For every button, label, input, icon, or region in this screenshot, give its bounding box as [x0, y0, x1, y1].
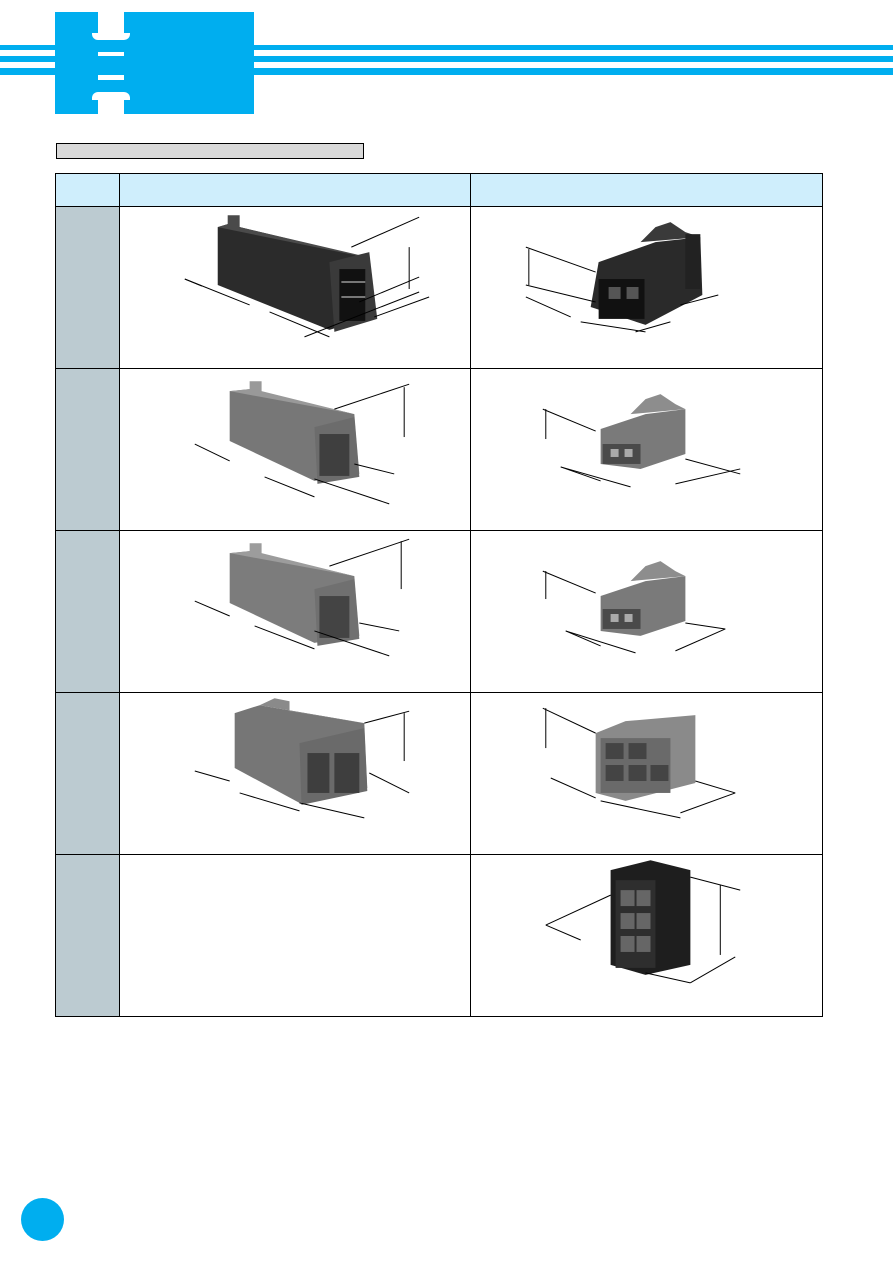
row-label [55, 854, 120, 1017]
header-cell-male [119, 173, 471, 207]
female-connector-image [470, 530, 823, 693]
male-connector-image [119, 368, 471, 531]
female-connector-image [470, 692, 823, 855]
table-row [55, 692, 823, 855]
page-number-badge [21, 1198, 64, 1241]
empty-image-cell [119, 854, 471, 1017]
connector-table [55, 173, 823, 1017]
female-connector-image [470, 368, 823, 531]
row-label [55, 530, 120, 693]
row-label [55, 692, 120, 855]
female-connector-image [470, 854, 823, 1017]
header-stripe-3 [0, 68, 893, 75]
table-row [55, 530, 823, 693]
table-header-row [55, 173, 823, 207]
row-label [55, 368, 120, 531]
female-connector-image [470, 206, 823, 369]
header-cell-type [55, 173, 120, 207]
header-stripe-1 [0, 45, 893, 50]
header-cell-female [470, 173, 823, 207]
table-row [55, 368, 823, 531]
table-row [55, 854, 823, 1017]
male-connector-image [119, 692, 471, 855]
header-stripe-2 [0, 56, 893, 62]
table-row [55, 206, 823, 369]
section-title-bar [56, 143, 364, 159]
male-connector-image [119, 530, 471, 693]
male-connector-image [119, 206, 471, 369]
row-label [55, 206, 120, 369]
